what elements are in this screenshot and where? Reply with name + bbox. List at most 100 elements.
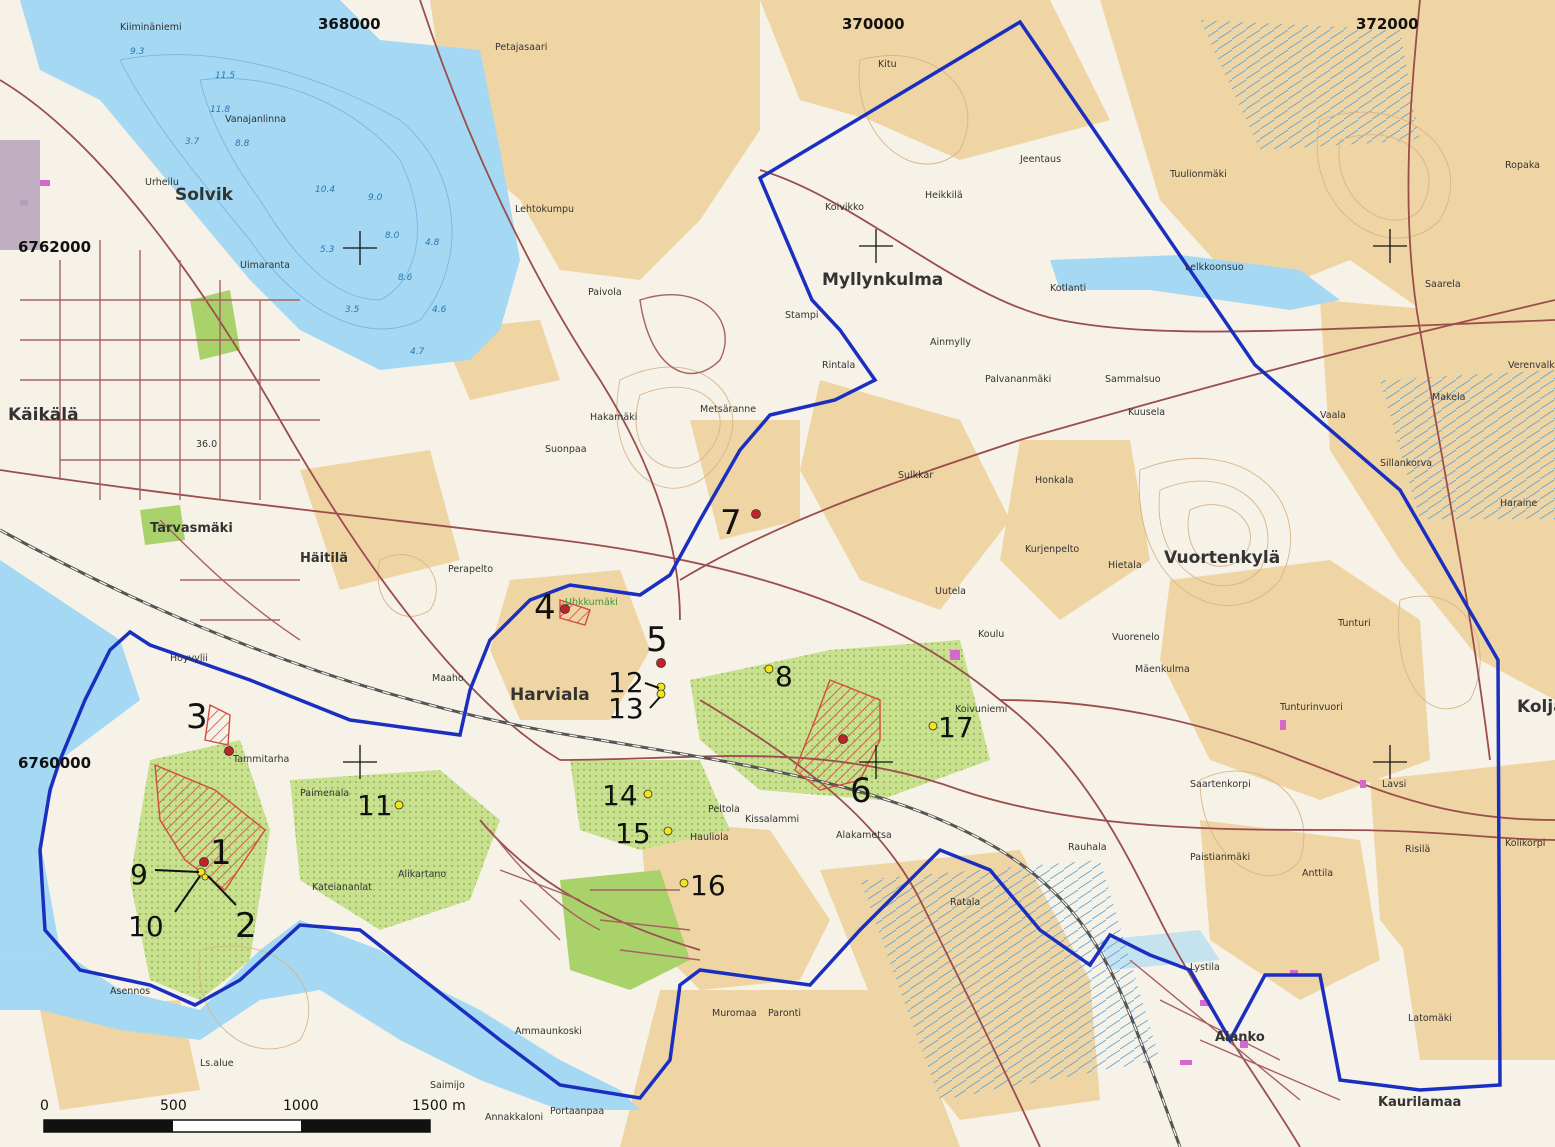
place-label: Kuusela [1128,407,1165,418]
place-label: Kissalammi [745,814,799,825]
place-label: Perapelto [448,564,493,575]
site-label: 9 [130,858,148,891]
site-marker-yellow [643,789,653,799]
depth-label: 3.5 [345,305,360,315]
place-label: Vaala [1320,410,1346,421]
depth-label: 8.0 [385,231,400,241]
place-label: Uutela [935,586,966,597]
site-label: 12 [608,666,644,699]
place-label: Rintala [822,360,855,371]
place-label: Kotlanti [1050,283,1086,294]
place-label-major: Harviala [510,685,590,705]
place-label: Ls.alue [200,1058,234,1069]
place-label: Kurjenpelto [1025,544,1079,555]
place-label: Paimenala [300,788,349,799]
place-label: Kitu [878,59,897,70]
place-label: Koivikko [825,202,864,213]
place-label: Kiiminäniemi [120,22,182,33]
site-marker-yellow [679,878,689,888]
place-label: Kolikorpi [1505,838,1545,849]
contour-lines [198,55,1481,1050]
depth-label: 4.8 [425,238,440,248]
place-label: Maaho [432,673,464,684]
site-markers [196,509,938,888]
place-label: Muromaa [712,1008,757,1019]
place-label: Hakamäki [590,412,637,423]
place-label: Saimijo [430,1080,465,1091]
depth-label: 9.3 [130,47,145,57]
place-label: Metsäranne [700,404,756,415]
site-label: 6 [850,771,872,811]
place-label: Koulu [978,629,1004,640]
place-label: Saartenkorpi [1190,779,1251,790]
place-label-major: Häitilä [300,551,348,566]
place-label: Tuulionmäki [1169,169,1227,180]
scale-bar-segment-black [44,1120,173,1132]
place-label: Peltola [708,804,740,815]
place-label: Hoyvylii [170,653,208,664]
place-label: Vanajanlinna [225,114,286,125]
site-marker-yellow [928,721,938,731]
place-label: Stampi [785,310,819,321]
place-label-major: Solvik [175,185,234,205]
site-label: 15 [615,817,651,850]
place-label: Hietala [1108,560,1142,571]
coord-label-x-368000: 368000 [318,15,381,33]
place-label: Mäenkulma [1135,664,1190,675]
site-marker-yellow [764,664,774,674]
coord-label-y-6760000: 6760000 [18,754,91,772]
site-marker-yellow [663,826,673,836]
site-marker-red [656,658,666,668]
scale-bar-tick-label: 0 [40,1098,49,1114]
place-label: Hauliola [690,832,729,843]
place-label: Annakkaloni [485,1112,543,1123]
scale-bar-tick-label: 1500 m [412,1098,466,1114]
place-label: Risilä [1405,844,1430,855]
depth-label: 10.4 [315,185,335,195]
place-label: Ammaunkoski [515,1026,582,1037]
place-label: Tammitarha [232,754,289,765]
place-label: Petajasaari [495,42,547,53]
place-label: Ropaka [1505,160,1540,171]
place-label: Uimaranta [240,260,290,271]
place-label: Sammalsuo [1105,374,1161,385]
place-label-major: Kaurilamaa [1378,1095,1461,1110]
grid-crosses [343,229,1407,779]
site-label: 11 [357,789,393,822]
coord-label-y-6762000: 6762000 [18,238,91,256]
site-label: 14 [602,779,638,812]
minor-place-labels: Kiiminäniemi Vanajanlinna Uimaranta Peta… [110,22,1555,1123]
site-label: 17 [938,711,974,744]
marsh-areas [860,20,1555,1100]
place-label: Tunturi [1337,618,1371,629]
site-label: 16 [690,869,726,902]
place-label: Honkala [1035,475,1074,486]
depth-label: 3.7 [185,137,200,147]
place-label: Lelkkoonsuo [1185,262,1244,273]
depth-label: 9.0 [368,193,383,203]
depth-label: 11.5 [215,71,235,81]
place-label: Vuorenelo [1112,632,1160,643]
place-label: Sulkkar [898,470,933,481]
depth-label: 11.8 [210,105,230,115]
scale-bar-segment-black [301,1120,430,1132]
site-number-labels: 1 2 3 4 5 6 7 8 9 10 11 12 13 14 15 16 1… [128,503,974,946]
place-label: Koivuniemi [955,704,1007,715]
place-label: Ainmylly [930,337,971,348]
site-marker-yellow [394,800,404,810]
place-label: Latomäki [1408,1013,1452,1024]
place-label: Paistianmäki [1190,852,1250,863]
place-label: Lehtokumpu [515,204,574,215]
place-label-major: Alanko [1215,1030,1265,1045]
place-label: Alakametsa [836,830,892,841]
place-label-major: Vuortenkylä [1164,548,1280,568]
water-depth-labels: 9.3 11.5 11.8 8.8 3.7 10.4 9.0 8.0 5.3 8… [130,47,447,450]
railway [0,528,1182,1147]
study-area-boundary [38,19,1502,1100]
industrial-area [0,140,40,250]
depth-label: 4.6 [432,305,447,315]
place-label: Sillankorva [1380,458,1432,469]
major-place-labels: Solvik Käikälä Tarvasmäki Häitilä Harvia… [8,185,1555,1110]
